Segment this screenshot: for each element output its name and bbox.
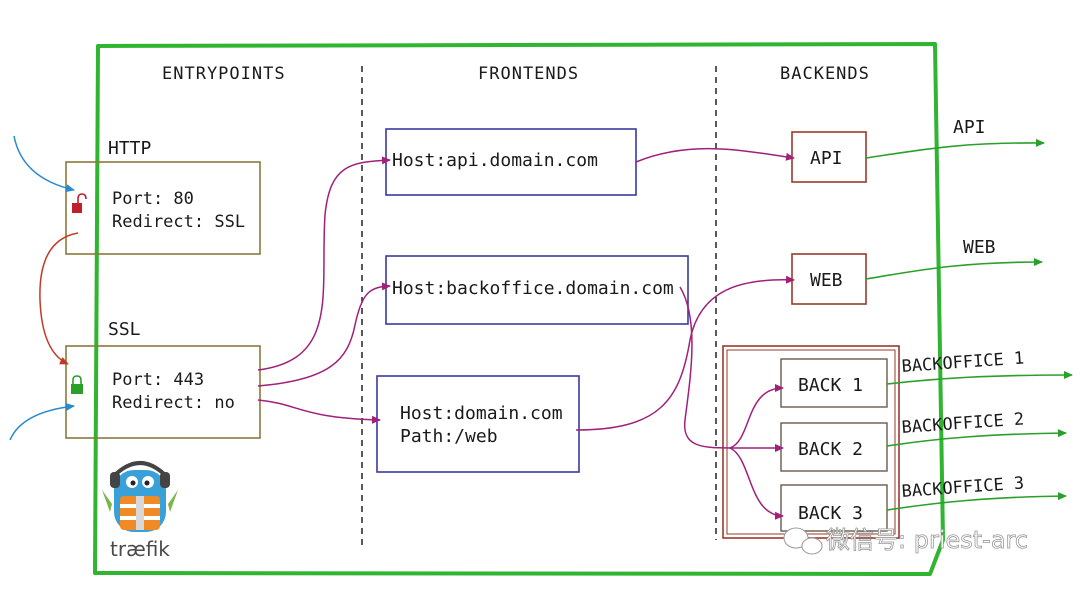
entrypoint-http-title: HTTP xyxy=(108,138,152,159)
route-backoffice-frontend-to-back-arrow xyxy=(679,286,731,449)
output-backoffice2-label: BACKOFFICE 2 xyxy=(901,409,1025,438)
header-entrypoints: ENTRYPOINTS xyxy=(162,64,286,84)
output-backoffice1-label: BACKOFFICE 1 xyxy=(901,348,1025,377)
output-api-arrow xyxy=(865,138,1045,159)
entrypoint-http-box[interactable] xyxy=(65,161,261,255)
wechat-watermark: 微信号: priest-arc xyxy=(783,526,1028,555)
traefik-wordmark: træfik xyxy=(110,537,170,561)
traefik-logo: træfik xyxy=(102,461,178,561)
output-backoffice3-arrow xyxy=(886,492,1067,511)
unlocked-padlock-icon xyxy=(72,193,87,213)
backend-backoffice-group-inner xyxy=(726,349,896,535)
outer-frame xyxy=(93,42,945,576)
load-balance-back3-arrow xyxy=(729,447,784,520)
backend-back1-box[interactable] xyxy=(780,358,888,408)
backend-api-label: API xyxy=(810,148,843,169)
gopher-mascot-icon xyxy=(102,461,178,532)
output-backoffice1-arrow xyxy=(886,371,1073,385)
redirect-http-to-ssl-arrow xyxy=(39,232,79,365)
output-backoffice2-arrow xyxy=(886,429,1067,447)
entrypoint-ssl-port: Port: 443 xyxy=(112,370,204,390)
entrypoint-ssl-title: SSL xyxy=(108,319,141,340)
output-web-arrow xyxy=(865,258,1043,280)
route-ssl-to-backoffice-arrow xyxy=(257,282,391,387)
locked-padlock-icon xyxy=(71,375,83,394)
frontend-web-path: Path:/web xyxy=(400,426,498,447)
frontend-api-host: Host:api.domain.com xyxy=(392,150,598,171)
frontend-backoffice-host: Host:backoffice.domain.com xyxy=(392,278,674,299)
backend-web-label: WEB xyxy=(810,270,843,291)
backend-back3-label: BACK 3 xyxy=(798,503,863,524)
load-balance-back1-arrow xyxy=(729,384,784,449)
route-web-frontend-to-web-backend-arrow xyxy=(575,275,795,431)
frontend-web-box[interactable] xyxy=(376,375,580,473)
entrypoint-http-redirect: Redirect: SSL xyxy=(112,212,245,232)
entrypoint-ssl-box[interactable] xyxy=(65,345,261,439)
header-backends: BACKENDS xyxy=(780,64,870,84)
header-frontends: FRONTENDS xyxy=(478,64,579,84)
backend-back2-label: BACK 2 xyxy=(798,439,863,460)
route-ssl-to-web-arrow xyxy=(257,399,381,424)
incoming-ssl-arrow xyxy=(9,402,75,441)
entrypoint-ssl-redirect: Redirect: no xyxy=(112,393,235,413)
output-web-label: WEB xyxy=(963,237,996,258)
wechat-icon xyxy=(783,527,823,555)
route-api-frontend-to-api-backend-arrow xyxy=(635,147,795,163)
entrypoint-http-port: Port: 80 xyxy=(112,189,194,209)
output-api-label: API xyxy=(953,117,986,138)
route-ssl-to-api-arrow xyxy=(257,156,391,371)
frontend-web-host: Host:domain.com xyxy=(400,403,563,424)
incoming-http-arrow xyxy=(13,135,75,193)
watermark-text: 微信号: priest-arc xyxy=(826,526,1028,554)
backend-back1-label: BACK 1 xyxy=(798,375,863,396)
backend-back3-box[interactable] xyxy=(780,484,888,532)
